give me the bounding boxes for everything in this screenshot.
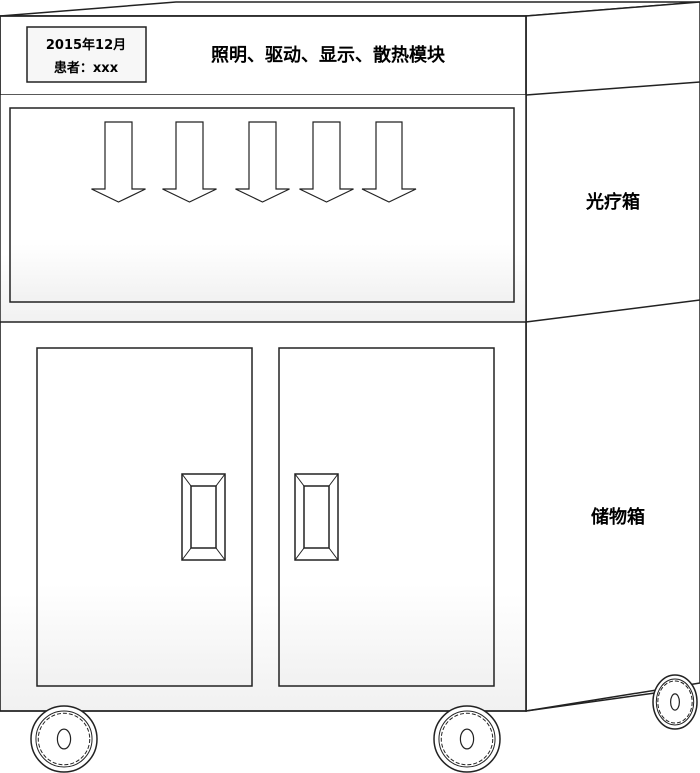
side-divider-middle [525, 299, 700, 323]
cabinet-front-outline [0, 15, 527, 712]
handle-bevel [294, 547, 305, 561]
handle-bevel [181, 547, 192, 561]
side-bottom-edge [525, 692, 656, 712]
handle-bevel [328, 547, 339, 561]
phototherapy-box-label: 光疗箱 [585, 191, 640, 213]
handle-inner [190, 485, 217, 549]
cabinet-right-side [525, 1, 700, 712]
handle-bevel [328, 473, 339, 487]
label-patient: 患者：xxx [54, 60, 119, 76]
light-arrow-icon [235, 121, 290, 203]
light-arrow-icon [162, 121, 217, 203]
caster-wheel-icon [652, 674, 698, 730]
label-date: 2015年12月 [46, 37, 126, 53]
handle-bevel [215, 473, 226, 487]
storage-box-label: 储物箱 [590, 506, 645, 528]
light-arrow-icon [91, 121, 146, 203]
patient-label-card [26, 26, 147, 83]
light-arrow-icon [361, 121, 417, 203]
caster-wheel-icon [433, 705, 501, 773]
caster-wheel-icon [30, 705, 98, 773]
light-arrows [91, 121, 417, 203]
handle-bevel [215, 547, 226, 561]
handle-bevel [181, 473, 192, 487]
module-title: 照明、驱动、显示、散热模块 [211, 44, 446, 66]
handle-bevel [294, 473, 305, 487]
handle-inner [303, 485, 330, 549]
door-handle[interactable] [294, 473, 339, 561]
side-divider-top [525, 81, 700, 96]
light-arrow-icon [299, 121, 354, 203]
door-handle[interactable] [181, 473, 226, 561]
